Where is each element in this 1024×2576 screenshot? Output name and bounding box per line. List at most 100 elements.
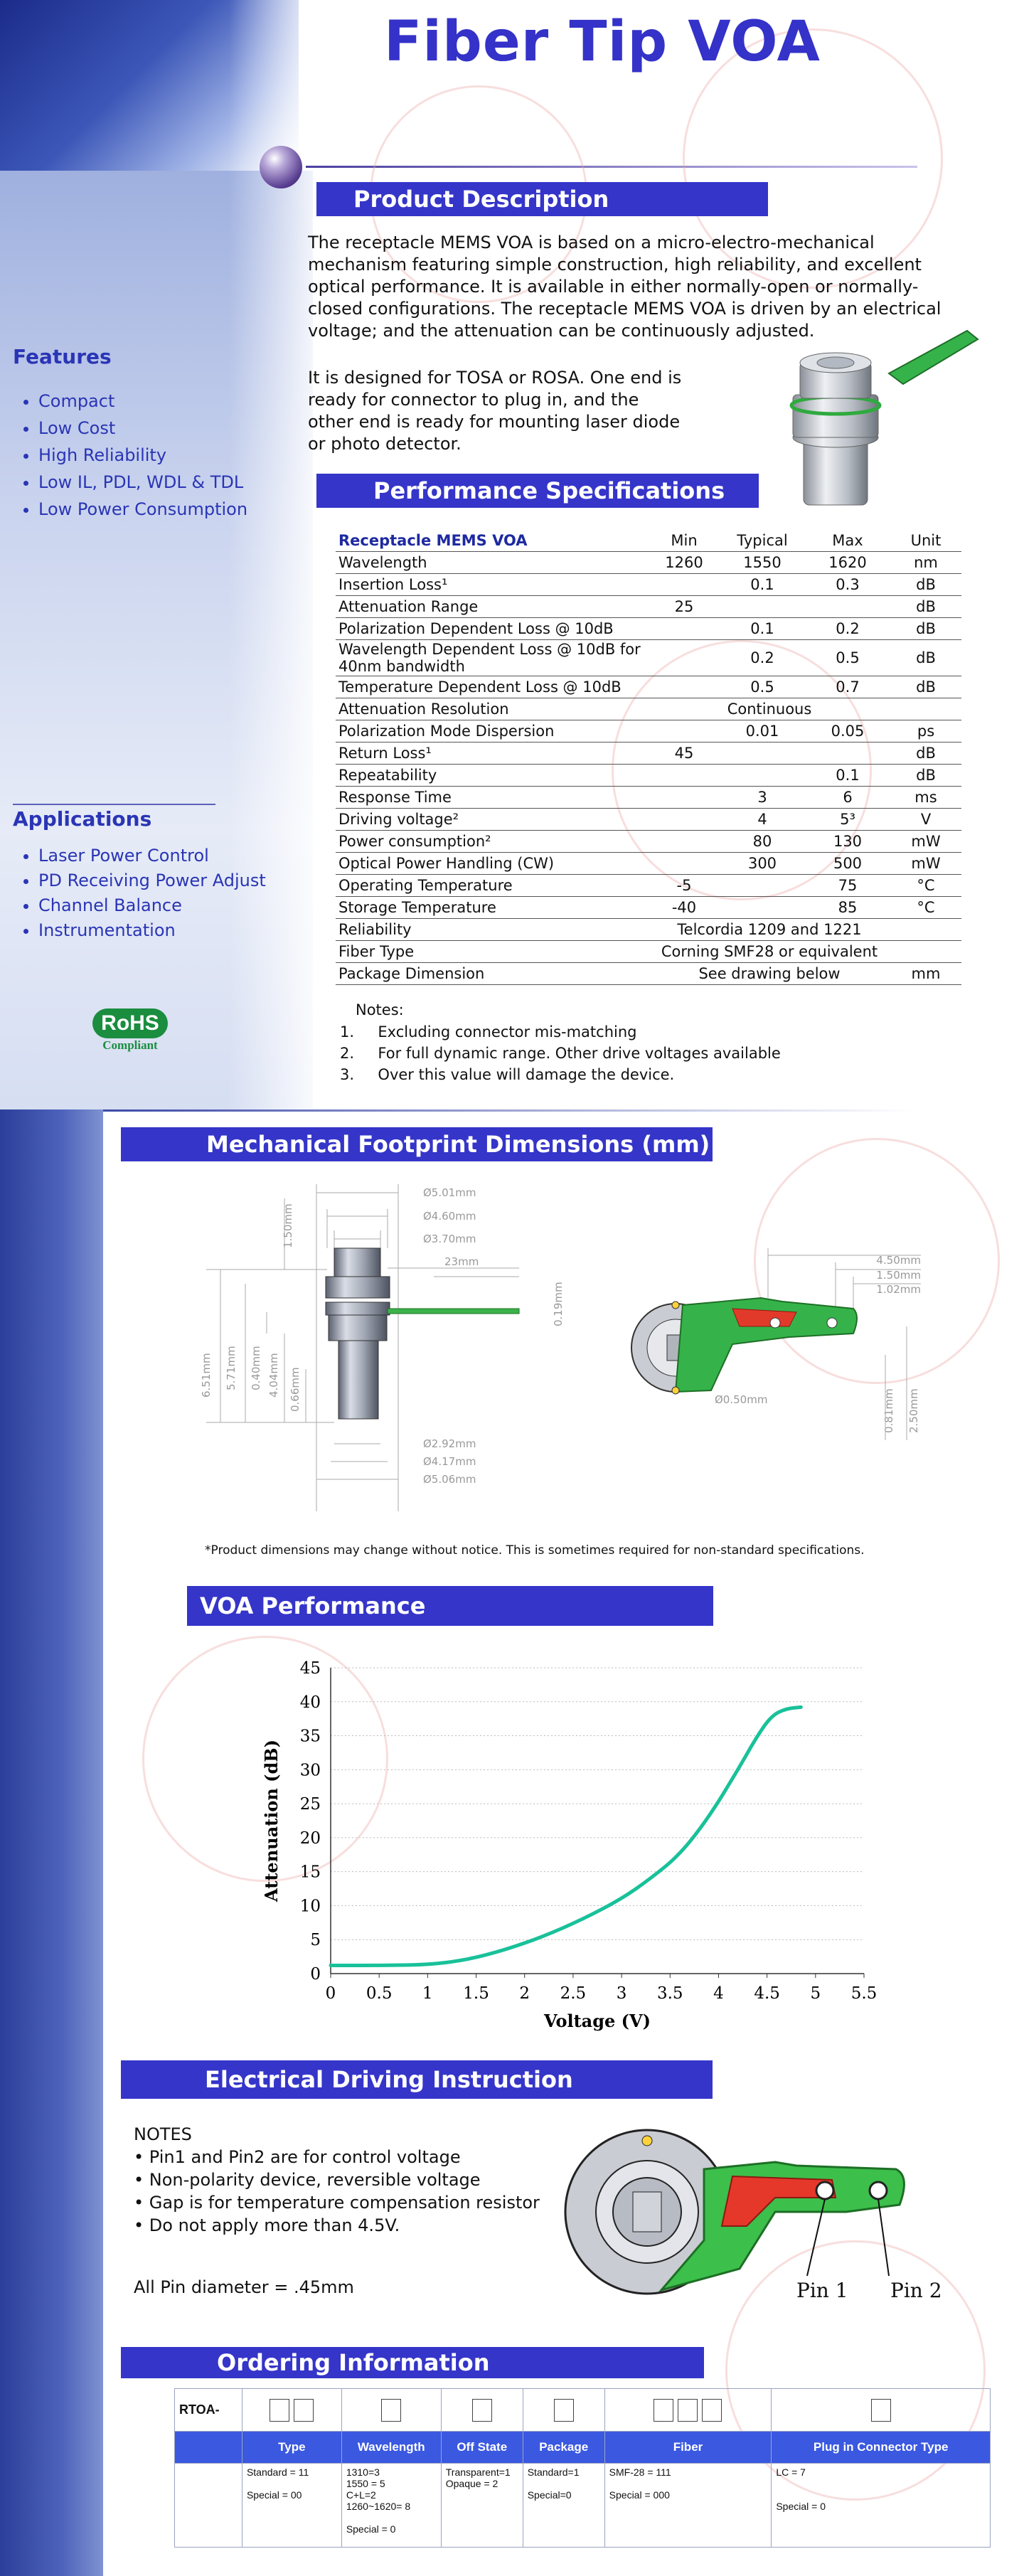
table-cell xyxy=(649,852,720,875)
mechanical-drawing: Ø5.01mm Ø4.60mm Ø3.70mm 23mm 0.19mm 1.50… xyxy=(200,1184,921,1511)
table-cell: Polarization Mode Dispersion xyxy=(336,720,649,743)
cell-line: Special = 00 xyxy=(246,2489,302,2501)
table-cell: °C xyxy=(890,896,961,919)
cell-line: Standard = 11 xyxy=(246,2466,309,2478)
table-cell: Response Time xyxy=(336,786,649,809)
y-tick-label: 30 xyxy=(300,1761,321,1779)
column-header: Plug in Connector Type xyxy=(771,2431,991,2464)
code-box xyxy=(870,2398,891,2422)
table-cell: Fiber Type xyxy=(336,940,649,963)
code-box xyxy=(702,2398,722,2422)
table-cell xyxy=(649,617,720,640)
page-title: Fiber Tip VOA xyxy=(384,10,821,74)
dim-label: Ø5.06mm xyxy=(423,1473,476,1486)
list-item: Compact xyxy=(38,388,309,415)
x-tick-label: 2 xyxy=(519,1984,530,2003)
table-header-row: Receptacle MEMS VOA Min Typical Max Unit xyxy=(336,530,961,552)
column-header: Unit xyxy=(890,530,961,552)
cell-line: Special = 000 xyxy=(609,2489,670,2501)
series-line xyxy=(329,1705,803,1968)
list-item: Channel Balance xyxy=(38,893,323,918)
code-slot xyxy=(241,2388,342,2432)
code-box xyxy=(270,2398,290,2422)
y-tick-label: 25 xyxy=(300,1795,321,1814)
y-tick-label: 5 xyxy=(310,1931,321,1949)
x-tick-label: 3.5 xyxy=(657,1984,683,2003)
pin2-label: Pin 2 xyxy=(890,2279,942,2302)
dim-label: 0.81mm xyxy=(882,1388,895,1433)
cell-line: Special = 0 xyxy=(776,2501,826,2512)
note-item: 3. Over this value will damage the devic… xyxy=(340,1066,675,1083)
pin-diagram: Pin 1 Pin 2 xyxy=(564,2129,942,2302)
watermark-seal xyxy=(683,28,943,289)
table-cell: dB xyxy=(890,764,961,787)
cell-line: 1550 = 5 xyxy=(346,2478,385,2489)
table-cell: ps xyxy=(890,720,961,743)
table-cell: Insertion Loss¹ xyxy=(336,573,649,596)
table-cell: 85 xyxy=(805,896,890,919)
table-cell: 130 xyxy=(805,830,890,853)
code-box xyxy=(553,2398,574,2422)
note-item: • Do not apply more than 4.5V. xyxy=(134,2215,400,2235)
table-cell xyxy=(890,918,961,941)
x-tick-label: 1 xyxy=(422,1984,433,2003)
x-tick-label: 1.5 xyxy=(463,1984,489,2003)
cell-line: 1260~1620= 8 xyxy=(346,2501,411,2512)
x-tick-label: 2.5 xyxy=(560,1984,587,2003)
code-box xyxy=(471,2398,492,2422)
dim-label: 5.71mm xyxy=(225,1346,238,1390)
list-item: High Reliability xyxy=(38,442,309,469)
table-cell xyxy=(649,830,720,853)
x-tick-label: 4.5 xyxy=(754,1984,780,2003)
table-cell: Optical Power Handling (CW) xyxy=(336,852,649,875)
column-header: Wavelength xyxy=(341,2431,442,2464)
cell-line: Opaque = 2 xyxy=(445,2478,498,2489)
product-image xyxy=(789,329,979,506)
dim-label: 1.02mm xyxy=(876,1283,921,1296)
table-cell xyxy=(805,595,890,618)
table-cell: Power consumption² xyxy=(336,830,649,853)
cell-line xyxy=(346,2512,437,2523)
table-cell: Driving voltage² xyxy=(336,808,649,831)
order-prefix: RTOA- xyxy=(174,2388,242,2432)
table-cell: 3 xyxy=(720,786,805,809)
table-cell: 5³ xyxy=(805,808,890,831)
mechanical-heading: Mechanical Footprint Dimensions (mm) xyxy=(121,1127,713,1161)
applications-list: Laser Power Control PD Receiving Power A… xyxy=(18,843,323,943)
code-box xyxy=(294,2398,314,2422)
table-cell: Package Dimension xyxy=(336,962,649,985)
table-cell: Repeatability xyxy=(336,764,649,787)
table-cell: 1620 xyxy=(805,551,890,574)
list-item: Low Cost xyxy=(38,415,309,442)
table-cell: Attenuation Resolution xyxy=(336,698,649,720)
table-cell xyxy=(649,808,720,831)
table-cell: 0.7 xyxy=(805,676,890,698)
cell-line xyxy=(776,2489,986,2501)
table-cell xyxy=(720,595,805,618)
cell-line: Special = 0 xyxy=(346,2523,396,2535)
performance-heading: Performance Specifications xyxy=(316,474,759,508)
dim-label: Ø0.50mm xyxy=(715,1393,767,1406)
rohs-logo-text: RoHS xyxy=(92,1008,168,1038)
product-description-text: The receptacle MEMS VOA is based on a mi… xyxy=(308,233,942,341)
product-description-heading: Product Description xyxy=(316,182,768,216)
table-cell: 4 xyxy=(720,808,805,831)
column-header xyxy=(174,2431,242,2464)
applications-heading: Applications xyxy=(13,807,152,831)
table-cell xyxy=(720,874,805,897)
note-item: 2. For full dynamic range. Other drive v… xyxy=(340,1045,781,1062)
x-tick-label: 5 xyxy=(810,1984,821,2003)
table-cell: 75 xyxy=(805,874,890,897)
table-cell: 300 xyxy=(720,852,805,875)
